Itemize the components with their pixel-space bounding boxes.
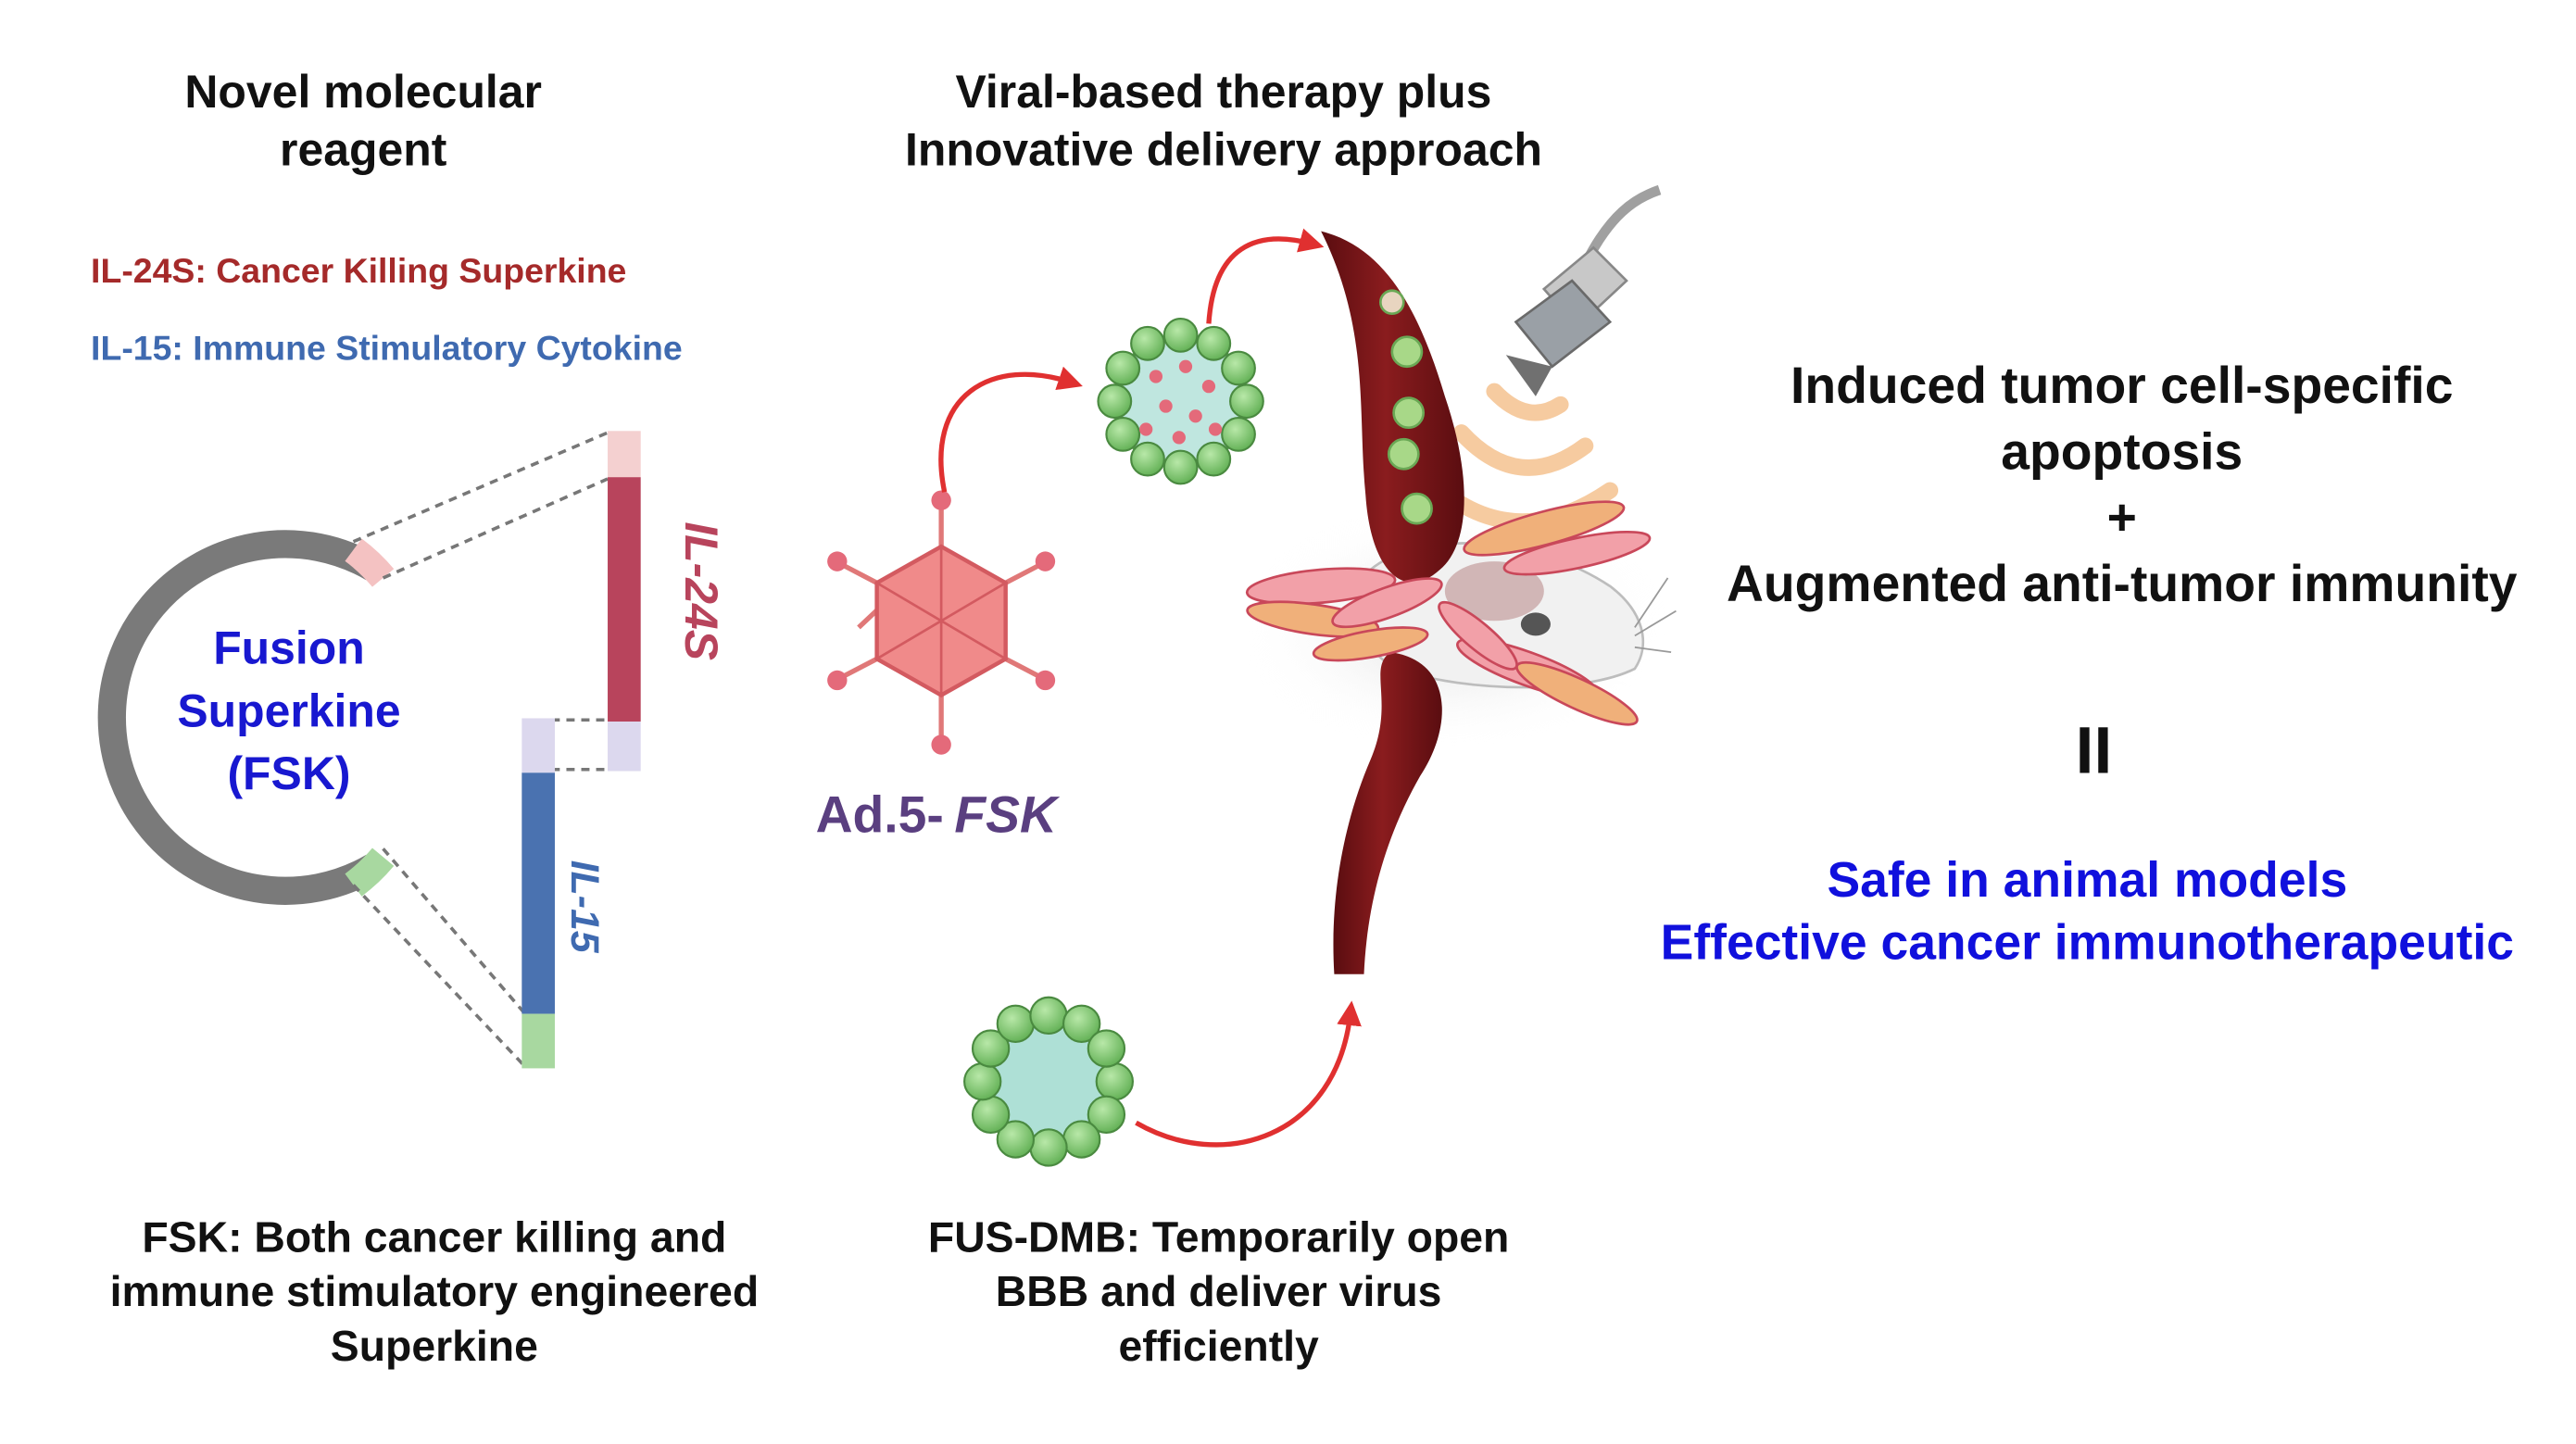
caption-left-line3: Superkine [330,1321,538,1371]
outcome-line3: Augmented anti-tumor immunity [1727,554,2518,613]
plasmid-segment-il24s [345,538,395,587]
caption-left-line2: immune stimulatory engineered [109,1266,760,1316]
caption-left-line1: FSK: Both cancer killing and [142,1212,727,1262]
il24s-linker [608,722,641,772]
blood-vessel-upper [1321,231,1464,583]
dashed-connectors [352,431,609,1068]
equals-symbol: II [2076,713,2113,787]
il15-bar [521,772,555,1014]
heading-left-line1: Novel molecular [184,66,543,118]
result-line1: Safe in animal models [1827,853,2348,909]
heading-middle-line1: Viral-based therapy plus [955,66,1492,118]
vessel-microbubbles [1379,289,1433,525]
arrow-virus-to-bubble [938,366,1083,493]
svg-text:II: II [2076,713,2113,787]
il24s-bar [608,477,641,722]
blood-vessel-lower [1333,652,1442,974]
mouse-eye [1520,612,1551,636]
result-line2: Effective cancer immunotherapeutic [1660,916,2515,972]
process-arrows [938,228,1362,1148]
virus-label-prefix: Ad.5- [816,785,944,843]
outcome-plus: + [2106,488,2137,547]
ultrasound-transducer-icon [1505,184,1662,396]
caption-middle-line3: efficiently [1118,1321,1319,1371]
heading-middle-line2: Innovative delivery approach [904,123,1542,175]
endothelial-cells [1245,500,1652,726]
plasmid-label-line1: Fusion [213,622,365,674]
virus-label-italic: FSK [954,785,1061,843]
adenovirus-icon: Ad.5- FSK [816,490,1061,843]
il24s-bar-label: IL-24S [675,521,727,660]
legend-il15: IL-15: Immune Stimulatory Cytokine [91,330,683,369]
il15-cap [521,1013,555,1069]
caption-middle-line2: BBB and deliver virus [995,1266,1442,1316]
outcome-line2: apoptosis [2001,422,2243,481]
legend-il24s: IL-24S: Cancer Killing Superkine [91,252,627,291]
il24s-cap [608,431,641,478]
arrow-bubble-to-vessel [1206,228,1325,324]
plasmid-label-line2: Superkine [177,684,400,736]
arrow-fusdmb-to-vessel [1135,1000,1362,1148]
virus-loaded-microbubble [1097,317,1264,485]
mouse-brain [1444,561,1544,622]
mouse-brain-scene [1238,184,1677,974]
plasmid-label-line3: (FSK) [227,747,350,799]
il15-bar-label: IL-15 [562,860,607,954]
outcome-line1: Induced tumor cell-specific [1791,357,2454,415]
il15-linker [521,718,555,773]
plasmid-ring [97,530,381,905]
fus-microbubble [963,996,1135,1167]
plasmid-diagram: Fusion Superkine (FSK) IL-24S IL-15 [97,431,727,1069]
caption-middle-line1: FUS-DMB: Temporarily open [927,1212,1510,1262]
heading-left-line2: reagent [280,123,447,175]
